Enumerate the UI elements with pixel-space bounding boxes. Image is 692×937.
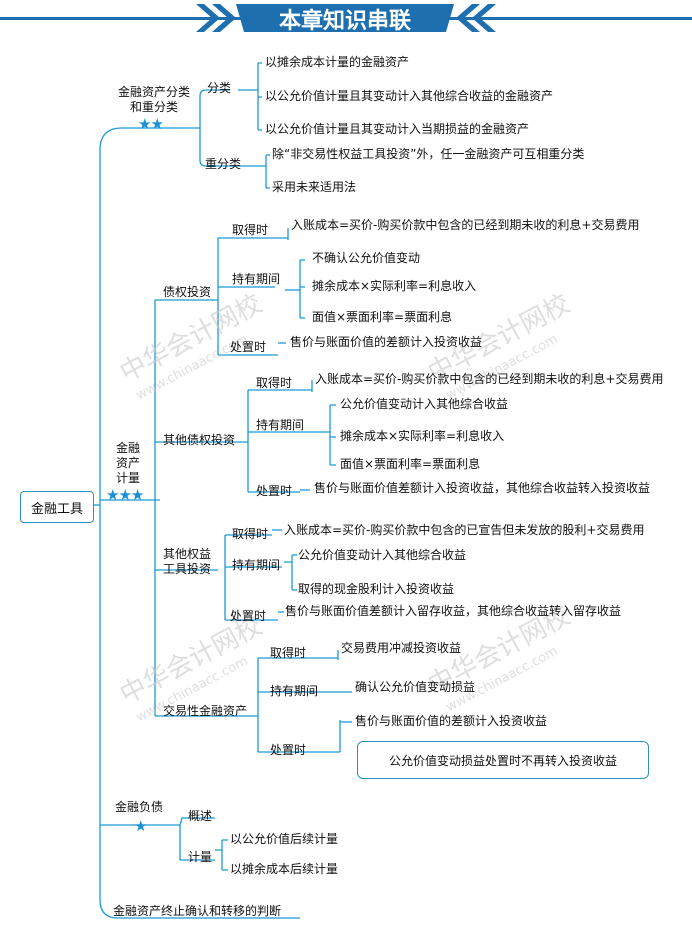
other-equity-dispose-label: 处置时 (230, 609, 267, 623)
other-equity-acquire: 入账成本=买价-购买价款中包含的已宣告但未发放的股利+交易费用 (284, 523, 645, 537)
other-debt-hold-item: 面值×票面利率=票面利息 (340, 457, 481, 471)
fenlei-item: 以摊余成本计量的金融资产 (265, 55, 410, 69)
banner-title-shape (236, 4, 454, 32)
star-rating-liability: ★ (134, 817, 147, 835)
other-debt-hold-item: 公允价值变动计入其他综合收益 (340, 397, 509, 411)
trading-hold-label: 持有期间 (270, 684, 319, 698)
classification-label: 金融资产分类 和重分类 (117, 85, 190, 114)
chongfenlei-label: 重分类 (205, 157, 242, 171)
other-debt-hold-item: 摊余成本×实际利率=利息收入 (340, 429, 505, 443)
debt-label: 债权投资 (163, 285, 212, 299)
other-debt-dispose: 售价与账面价值差额计入投资收益，其他综合收益转入投资收益 (314, 481, 651, 495)
star-rating-classification: ★★ (138, 115, 164, 133)
liability-measure-item: 以摊余成本后续计量 (230, 862, 339, 876)
liability-label: 金融负债 (115, 800, 164, 814)
page-title: 本章知识串联 (279, 8, 411, 34)
root-node: 金融工具 (20, 491, 94, 523)
other-equity-hold-label: 持有期间 (232, 558, 281, 572)
fenlei-item: 以公允价值计量且其变动计入当期损益的金融资产 (265, 122, 530, 136)
liability-measure-item: 以公允价值后续计量 (230, 832, 339, 846)
other-debt-acquire-label: 取得时 (256, 376, 293, 390)
banner-chevrons-right (456, 4, 496, 32)
other-equity-hold-item: 取得的现金股利计入投资收益 (298, 582, 455, 596)
trading-note-box: 公允价值变动损益处置时不再转入投资收益 (357, 741, 649, 779)
other-debt-label: 其他债权投资 (163, 433, 236, 447)
liability-measure-label: 计量 (188, 850, 213, 864)
other-debt-hold-label: 持有期间 (256, 418, 305, 432)
debt-dispose-label: 处置时 (230, 340, 267, 354)
debt-dispose: 售价与账面价值的差额计入投资收益 (290, 335, 483, 349)
fenlei-label: 分类 (207, 81, 232, 95)
other-equity-label: 其他权益 工具投资 (163, 547, 212, 576)
root-label: 金融工具 (30, 501, 83, 517)
measurement-label: 金融 资产 计量 (115, 441, 140, 485)
debt-acquire: 入账成本=买价-购买价款中包含的已经到期未收的利息+交易费用 (291, 218, 640, 232)
debt-hold-item: 不确认公允价值变动 (312, 251, 421, 265)
trading-acquire-label: 取得时 (270, 646, 307, 660)
trading-dispose: 售价与账面价值的差额计入投资收益 (355, 714, 548, 728)
other-debt-acquire: 入账成本=买价-购买价款中包含的已经到期未收的利息+交易费用 (315, 372, 664, 386)
debt-hold-item: 摊余成本×实际利率=利息收入 (312, 279, 477, 293)
debt-acquire-label: 取得时 (232, 223, 269, 237)
fenlei-item: 以公允价值计量且其变动计入其他综合收益的金融资产 (265, 89, 554, 103)
star-rating-measurement: ★★★ (106, 486, 144, 504)
title-banner: 本章知识串联 (0, 4, 692, 34)
trading-note: 公允价值变动损益处置时不再转入投资收益 (388, 753, 617, 768)
liability-overview: 概述 (188, 809, 213, 823)
trading-dispose-label: 处置时 (270, 743, 307, 757)
other-equity-hold-item: 公允价值变动计入其他综合收益 (298, 548, 467, 562)
trading-label: 交易性金融资产 (163, 704, 248, 718)
trading-acquire: 交易费用冲减投资收益 (341, 641, 462, 655)
other-equity-acquire-label: 取得时 (232, 527, 269, 541)
debt-hold-item: 面值×票面利率=票面利息 (312, 310, 453, 324)
banner-chevrons-left (196, 4, 236, 32)
chongfenlei-item: 采用未来适用法 (272, 180, 357, 194)
other-debt-dispose-label: 处置时 (256, 484, 293, 498)
other-equity-dispose: 售价与账面价值差额计入留存收益，其他综合收益转入留存收益 (285, 604, 622, 618)
trading-hold: 确认公允价值变动损益 (355, 680, 476, 694)
chongfenlei-item: 除“非交易性权益工具投资”外，任一金融资产可互相重分类 (272, 147, 585, 161)
debt-hold-label: 持有期间 (232, 272, 281, 286)
derecognition-label: 金融资产终止确认和转移的判断 (113, 904, 282, 918)
